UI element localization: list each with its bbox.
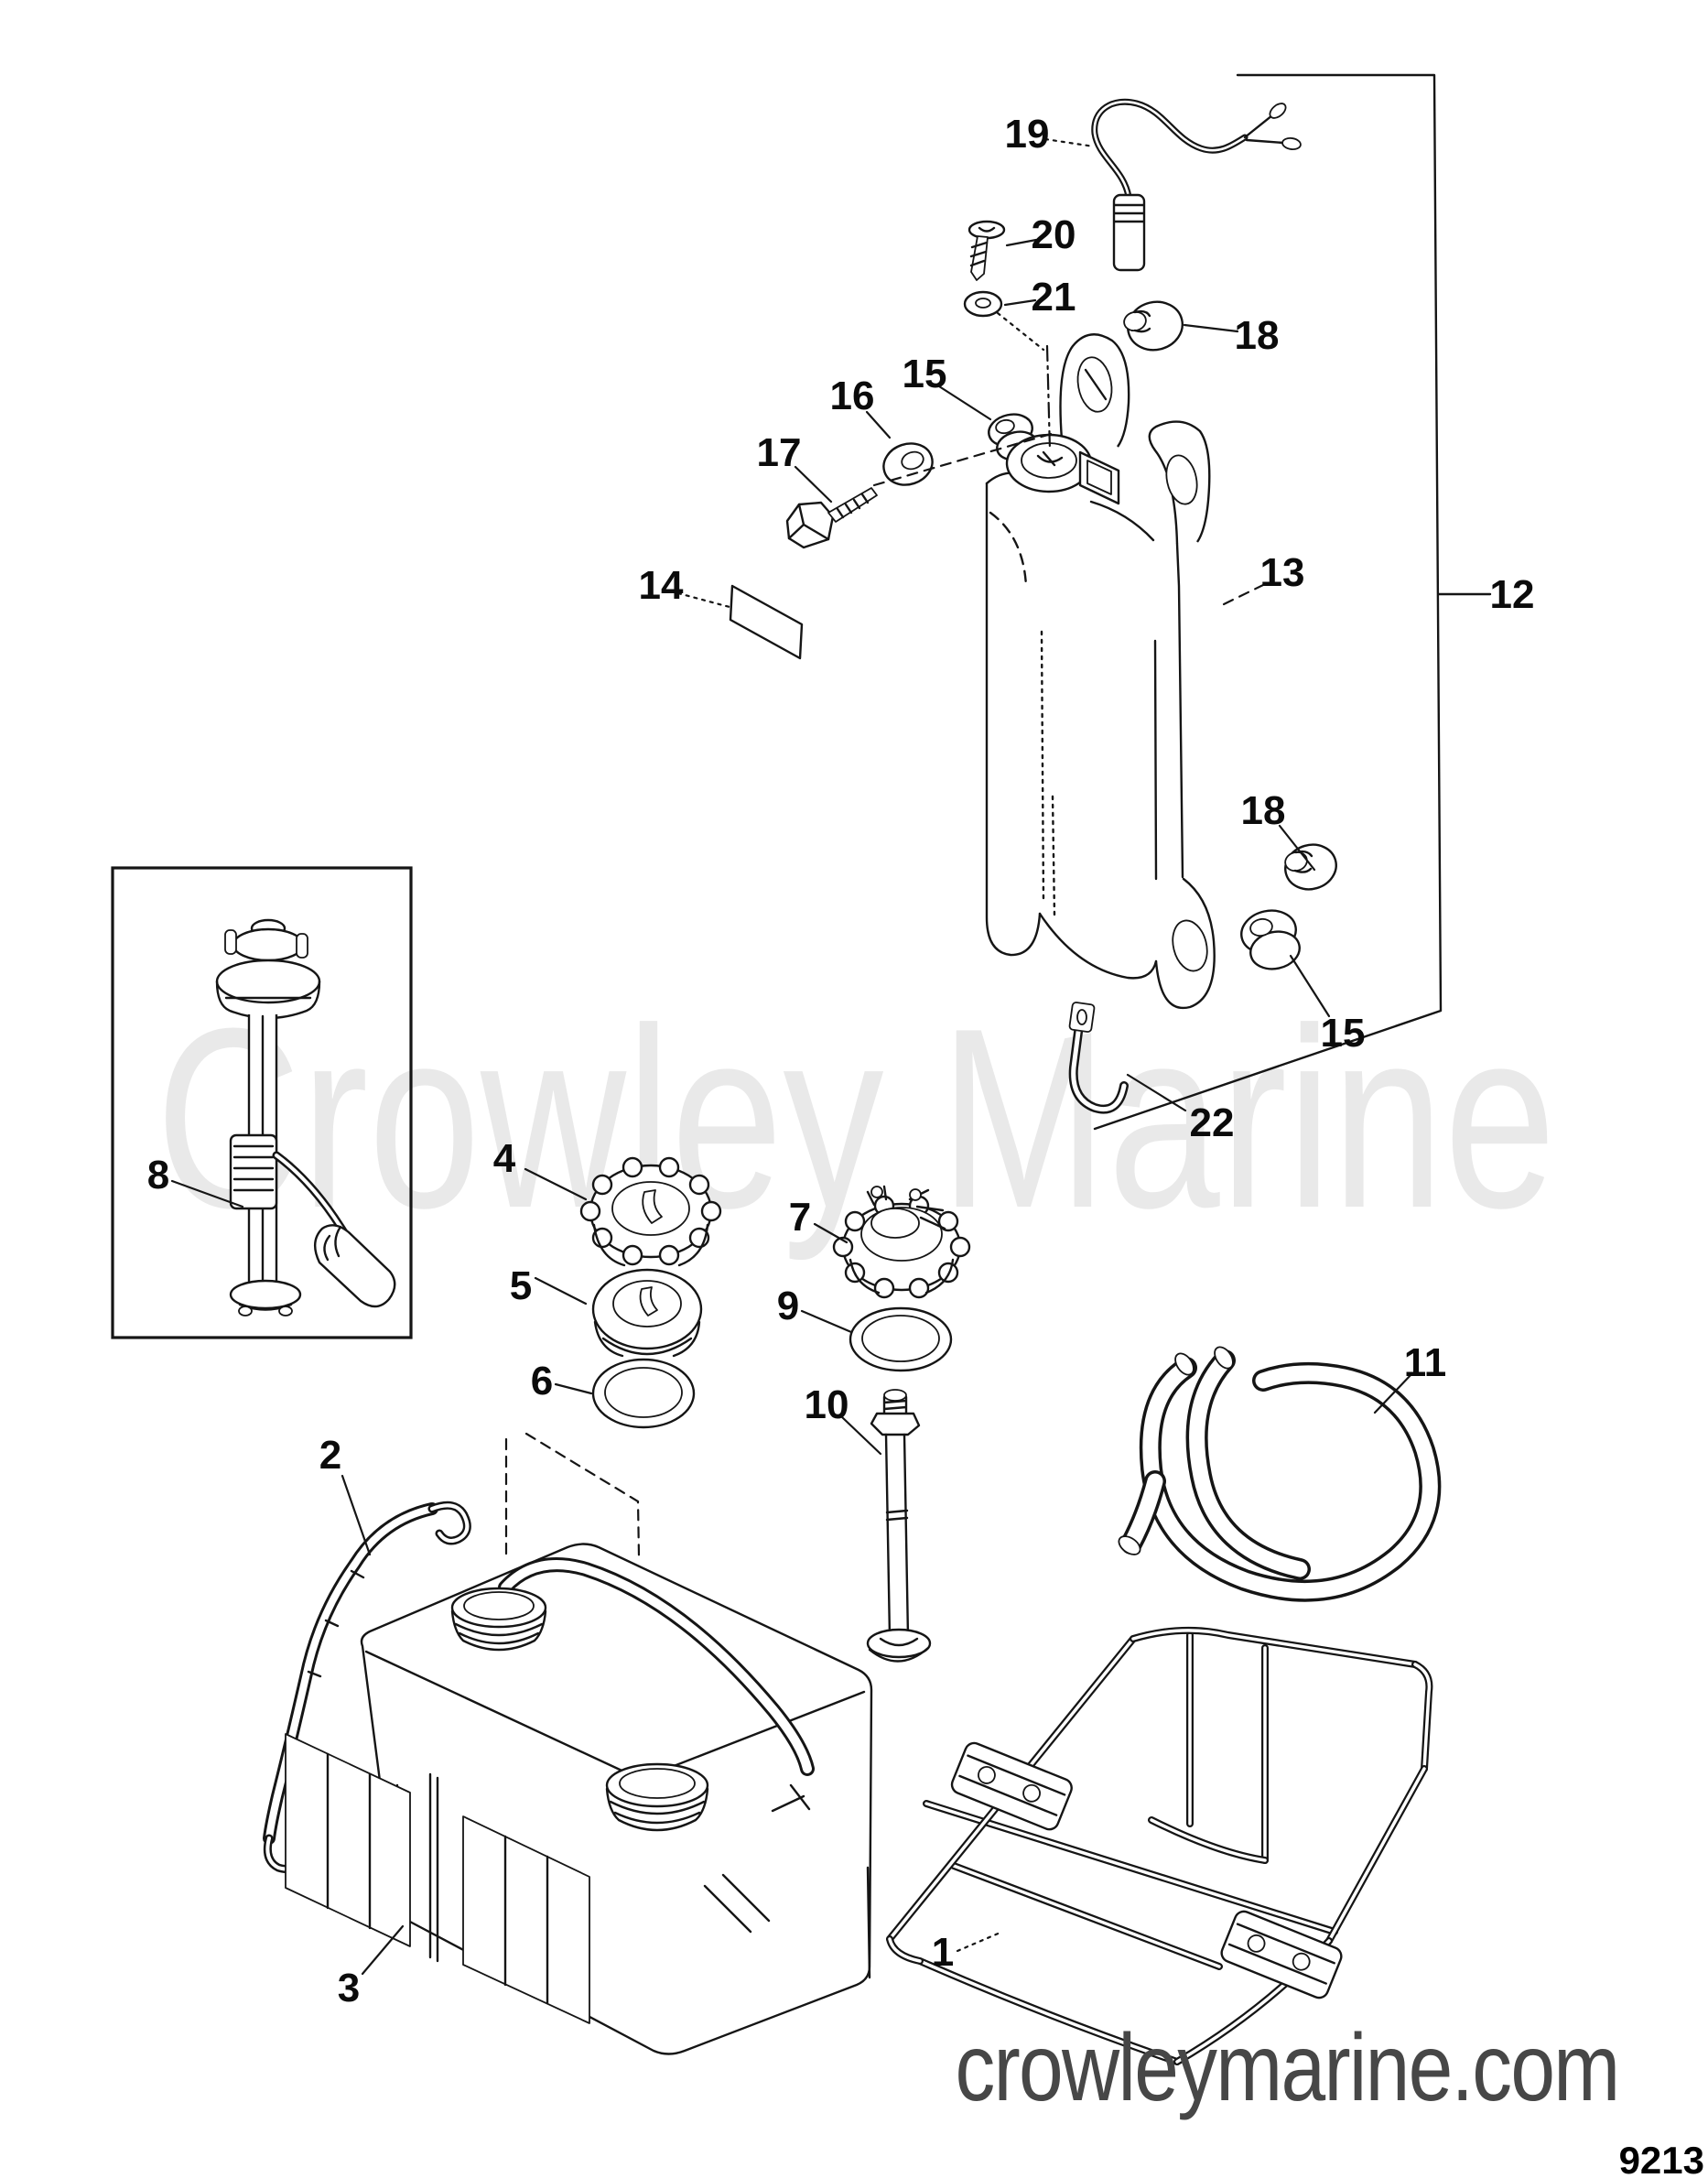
part-19-lead-wire <box>1095 101 1302 272</box>
callout-5: 5 <box>510 1263 532 1308</box>
part-20-screw <box>968 220 1006 281</box>
callout-18-lower: 18 <box>1241 788 1286 833</box>
callout-12: 12 <box>1490 572 1535 617</box>
callout-6: 6 <box>531 1359 553 1403</box>
part-7-gauge-cap <box>832 1185 971 1299</box>
callout-8: 8 <box>147 1153 169 1197</box>
callout-17: 17 <box>757 430 802 475</box>
document-number: 9213 <box>1619 2139 1704 2178</box>
part-9-seal <box>849 1306 953 1372</box>
callout-4: 4 <box>493 1136 516 1181</box>
bracket-12 <box>1093 73 1492 1131</box>
footer-site-text: crowleymarine.com <box>956 2015 1619 2121</box>
callout-18-upper: 18 <box>1235 313 1280 358</box>
callout-7: 7 <box>789 1195 811 1240</box>
part-18-grommet-lower <box>1284 843 1337 891</box>
callout-22: 22 <box>1190 1100 1235 1145</box>
part-13-reservoir-tank <box>985 333 1217 1039</box>
part-14-decal <box>729 584 804 660</box>
callout-9: 9 <box>777 1284 799 1328</box>
part-4-filler-cap <box>579 1156 722 1267</box>
part-15-bushing-lower <box>1240 909 1301 970</box>
part-10-pickup-tube <box>866 1389 932 1663</box>
leader-lines <box>170 137 1414 1976</box>
part-21-washer <box>963 290 1003 318</box>
part-3-fuel-tank <box>285 1543 873 2055</box>
inset-box <box>111 866 413 1339</box>
callout-2: 2 <box>319 1433 341 1478</box>
callout-16: 16 <box>830 374 875 418</box>
part-16-washer <box>882 442 934 486</box>
callout-10: 10 <box>805 1382 849 1427</box>
part-1-tank-rack <box>890 1631 1429 2062</box>
callout-13: 13 <box>1260 550 1305 595</box>
part-8-oil-level-sensor <box>215 918 396 1317</box>
callout-19: 19 <box>1005 112 1050 157</box>
part-5-cap-insert <box>591 1268 703 1358</box>
callout-15-upper: 15 <box>903 352 947 396</box>
callout-20: 20 <box>1032 212 1076 257</box>
part-6-seal <box>591 1358 696 1429</box>
part-2-strap <box>267 1505 467 1869</box>
callout-14: 14 <box>639 563 684 608</box>
callout-21: 21 <box>1032 275 1076 320</box>
part-18-grommet-upper <box>1123 300 1184 352</box>
callout-11: 11 <box>1404 1340 1447 1385</box>
callout-3: 3 <box>338 1966 360 2010</box>
callout-1: 1 <box>932 1930 954 1975</box>
callout-15-lower: 15 <box>1321 1011 1366 1056</box>
part-22-clip <box>1068 1002 1124 1109</box>
part-11-hose <box>1118 1346 1431 1591</box>
part-17-bolt <box>785 487 878 549</box>
alignment-lines <box>504 311 1059 1558</box>
